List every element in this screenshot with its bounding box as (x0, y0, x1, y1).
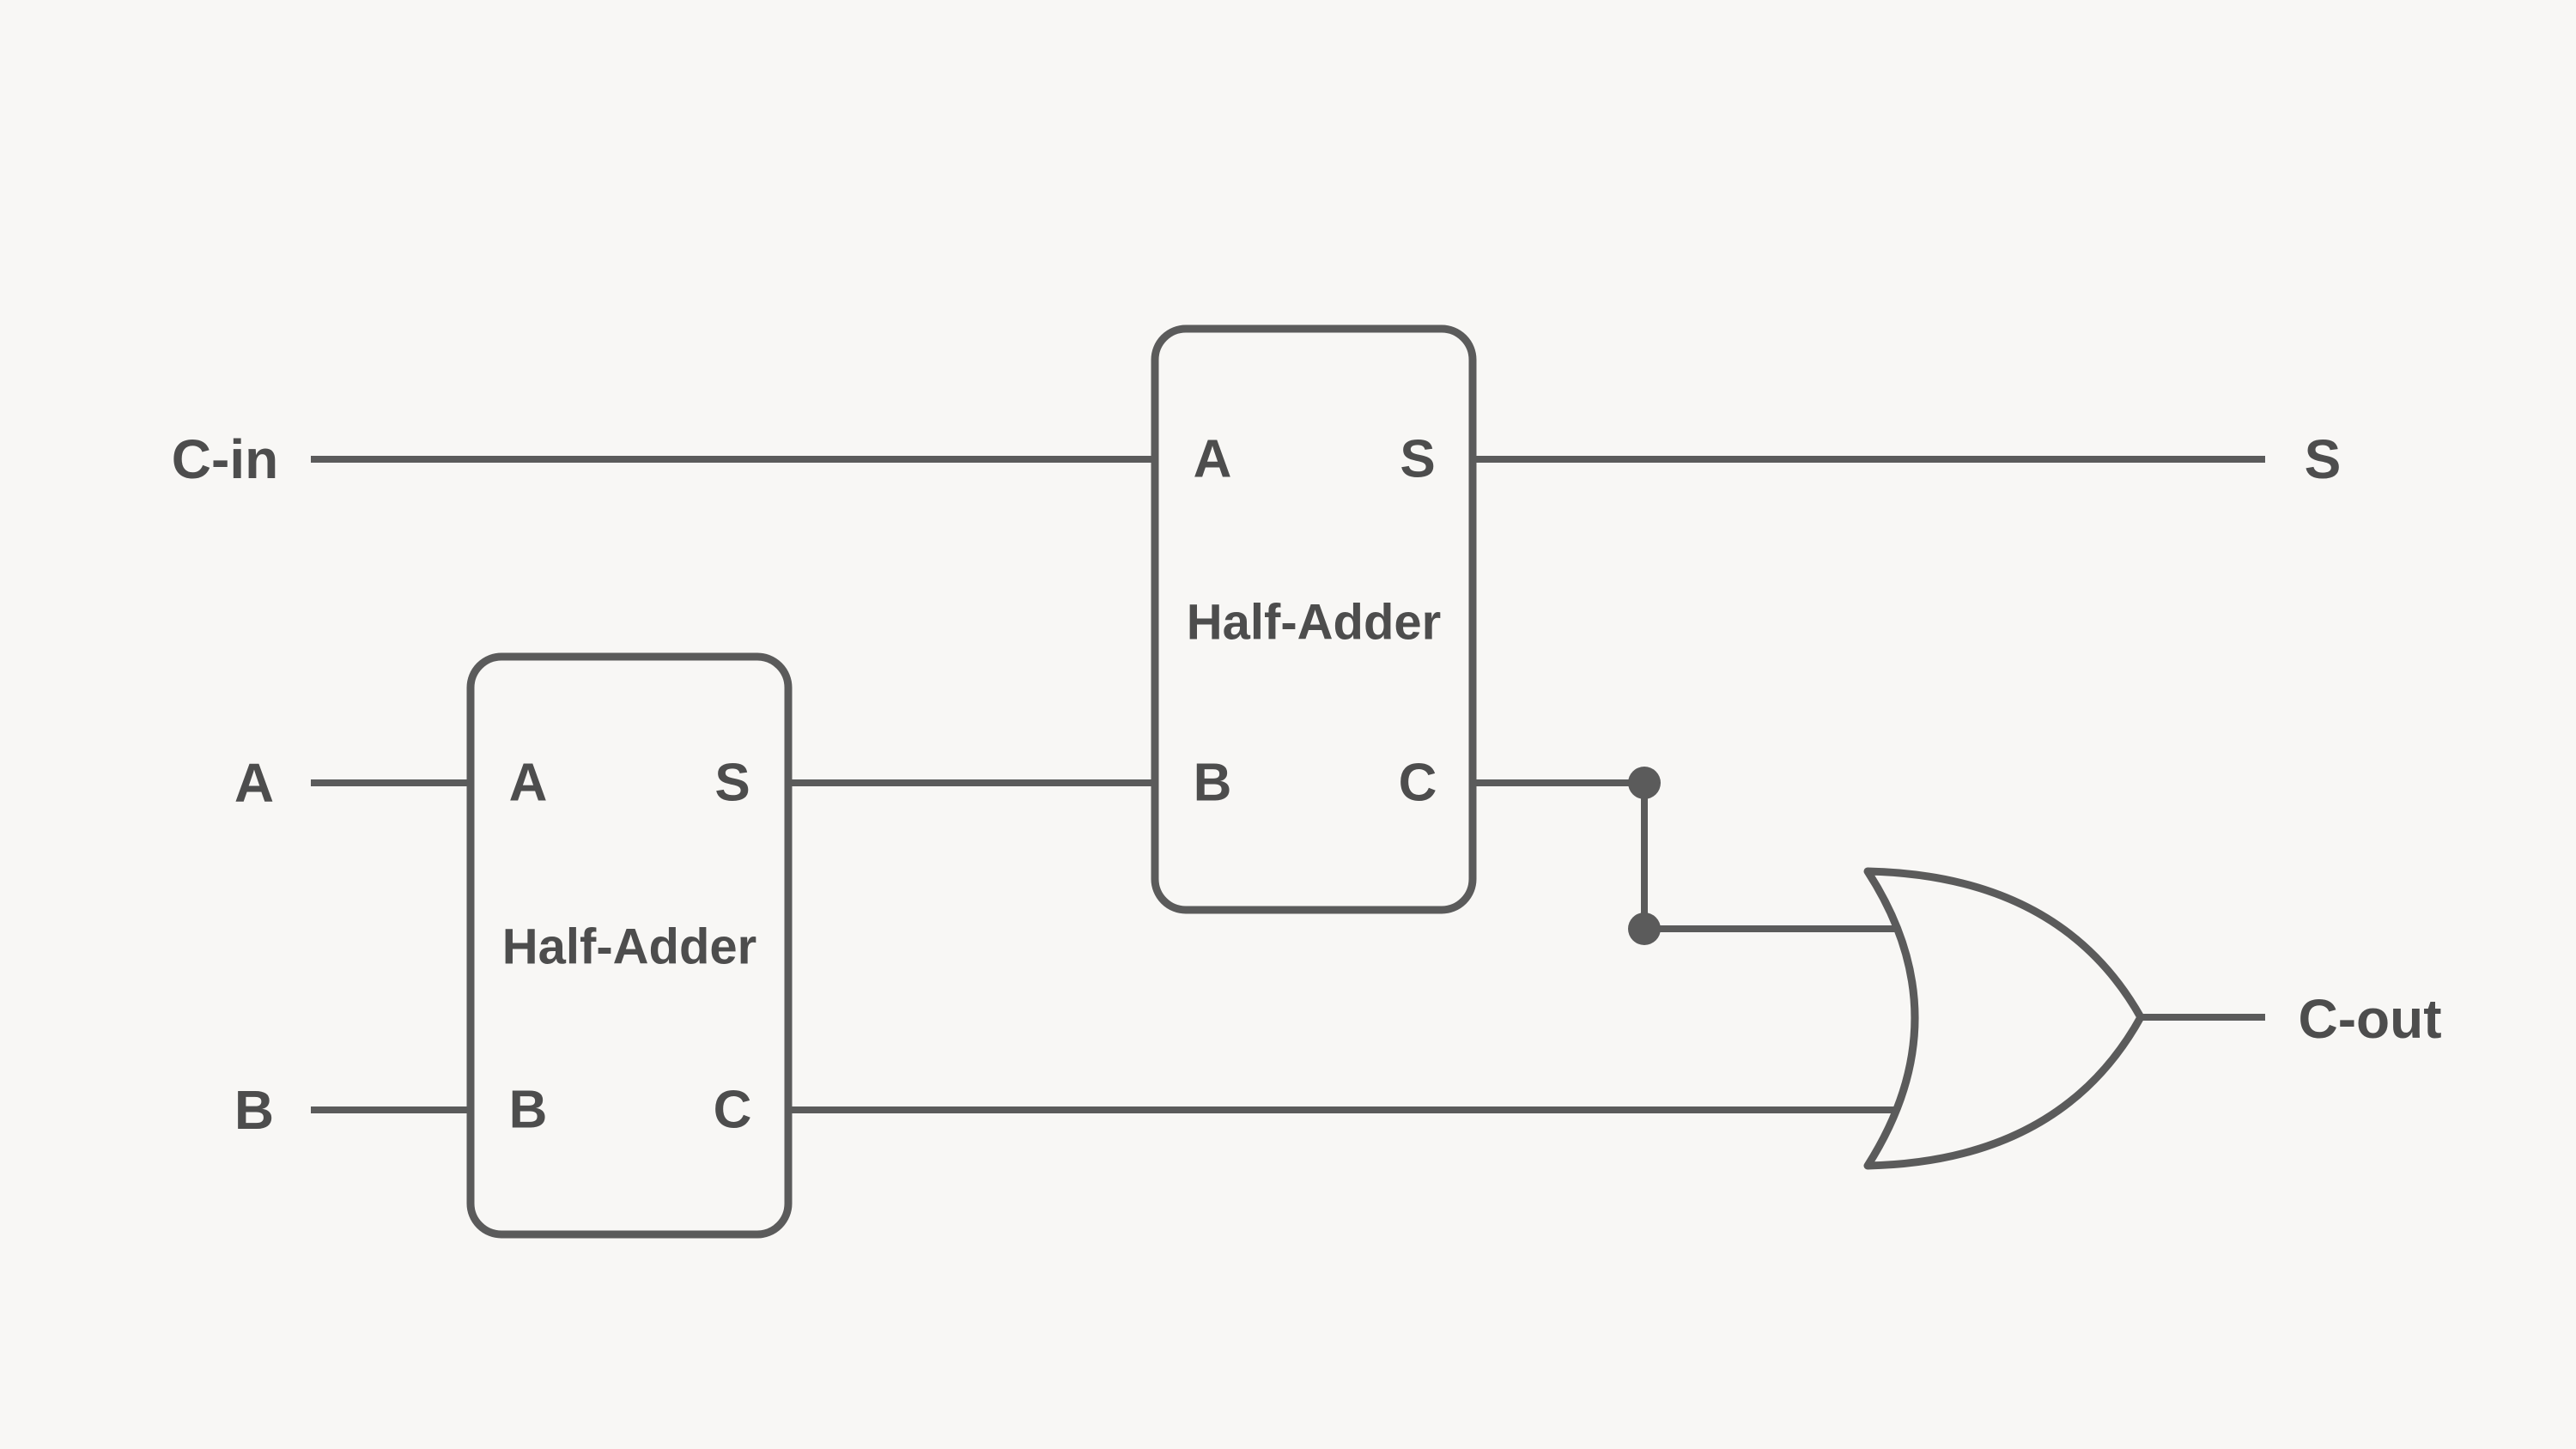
half-adder-2-port-c: C (1399, 754, 1437, 813)
half-adder-1: A S Half-Adder B C (466, 652, 793, 1239)
input-label-b: B (234, 1079, 274, 1141)
input-label-cin: C-in (172, 428, 278, 490)
output-label-cout: C-out (2298, 988, 2441, 1050)
input-label-a: A (234, 752, 274, 814)
half-adder-1-title: Half-Adder (502, 919, 756, 975)
half-adder-2-port-a: A (1194, 430, 1232, 489)
half-adder-2-port-b: B (1194, 754, 1232, 813)
half-adder-2-title: Half-Adder (1187, 595, 1441, 651)
half-adder-1-port-s: S (714, 754, 750, 813)
half-adder-1-box (466, 652, 793, 1239)
half-adder-1-port-c: C (714, 1081, 752, 1140)
half-adder-2-box (1151, 324, 1477, 914)
half-adder-2: A S Half-Adder B C (1151, 324, 1477, 914)
junction-dot-upper (1628, 767, 1661, 799)
output-label-s: S (2305, 428, 2342, 490)
half-adder-1-port-a: A (509, 754, 548, 813)
half-adder-1-port-b: B (509, 1081, 548, 1140)
or-gate-icon (1863, 867, 2145, 1170)
junction-dot-lower (1628, 912, 1661, 945)
half-adder-2-port-s: S (1400, 430, 1435, 489)
